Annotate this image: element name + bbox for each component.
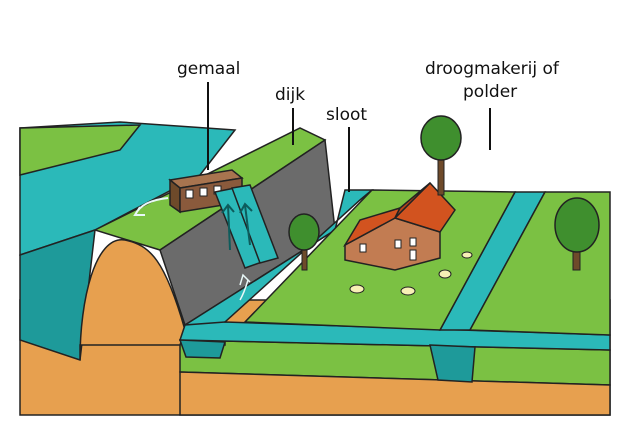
outer-water — [19, 121, 237, 362]
label-polder-line2: polder — [463, 82, 517, 102]
label-sloot: sloot — [326, 105, 367, 125]
label-pointers — [207, 82, 491, 192]
label-polder-line1: droogmakerij of — [425, 59, 560, 79]
label-gemaal: gemaal — [177, 59, 240, 79]
label-dijk: dijk — [275, 85, 305, 105]
trees — [288, 115, 600, 271]
pump-house — [133, 169, 279, 301]
sheep — [349, 251, 473, 296]
